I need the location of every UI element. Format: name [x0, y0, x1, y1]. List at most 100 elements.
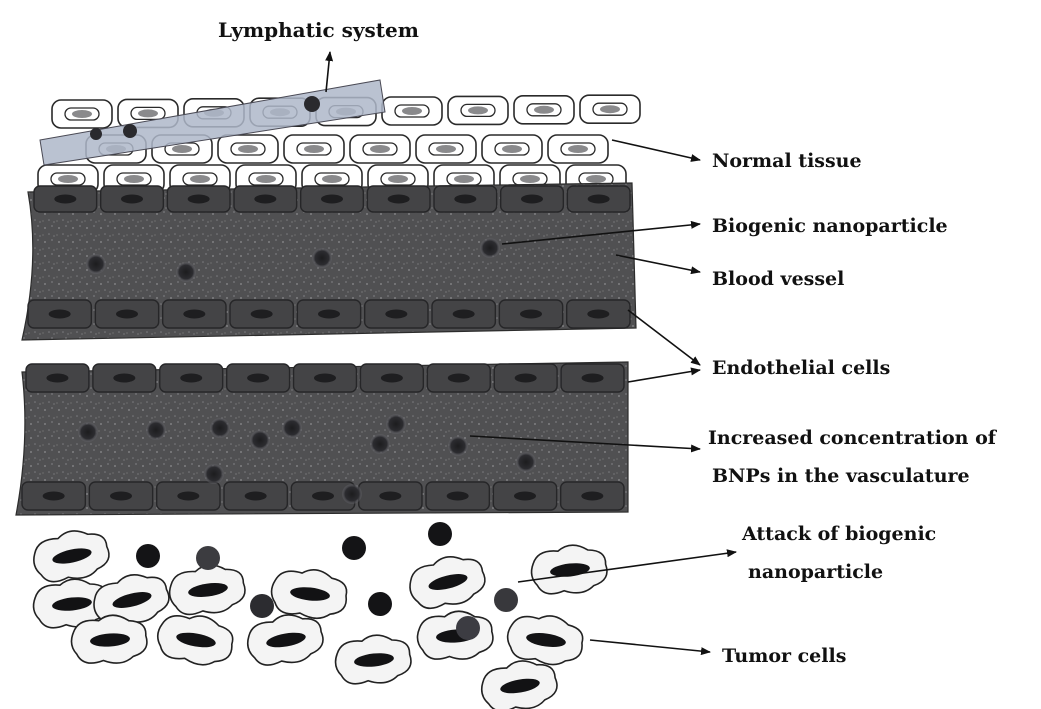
vessel-nanoparticle [210, 418, 230, 438]
tumor-cell [405, 549, 490, 614]
vessel-nanoparticle [86, 254, 106, 274]
endothelial-nucleus [454, 195, 476, 204]
tissue-cell-nucleus-core [238, 145, 258, 153]
tissue-cell-nucleus-core [138, 109, 158, 117]
endothelial-nucleus [453, 310, 475, 319]
lymph-nanoparticle [123, 124, 137, 138]
vessel-nanoparticle [78, 422, 98, 442]
endothelial-nucleus [49, 310, 71, 319]
endothelial-nucleus [379, 492, 401, 501]
endothelial-nucleus [43, 492, 65, 501]
endothelial-nucleus [188, 195, 210, 204]
endothelial-nucleus [521, 195, 543, 204]
label-biogenic-nanoparticle: Biogenic nanoparticle [712, 215, 948, 237]
arrow-lymphatic [326, 52, 330, 92]
vessel-nanoparticle [386, 414, 406, 434]
endothelial-nucleus [254, 195, 276, 204]
endothelial-nucleus [447, 492, 469, 501]
tissue-cell-nucleus-core [502, 145, 522, 153]
endothelial-nucleus [448, 374, 470, 383]
tumor-cells [29, 524, 609, 709]
lymph-nanoparticle [90, 128, 102, 140]
tissue-cell-nucleus-core [388, 175, 408, 183]
tissue-cell-nucleus-core [124, 175, 144, 183]
label-increased-line2: BNPs in the vasculature [712, 465, 970, 487]
tissue-cell-nucleus-core [534, 106, 554, 114]
tumor-cell [29, 524, 113, 587]
vessel-nanoparticle [282, 418, 302, 438]
endothelial-nucleus [180, 374, 202, 383]
label-attack-line1: Attack of biogenic [741, 523, 936, 545]
tissue-cell-nucleus-core [586, 175, 606, 183]
vessel-nanoparticle [516, 452, 536, 472]
endothelial-nucleus [514, 492, 536, 501]
arrow-endothelial-2 [628, 370, 700, 382]
vessel-nanoparticle [204, 464, 224, 484]
endothelial-nucleus [183, 310, 205, 319]
lymph-nanoparticle [304, 96, 320, 112]
vessel-nanoparticle [342, 484, 362, 504]
endothelial-nucleus [312, 492, 334, 501]
endothelial-nucleus [388, 195, 410, 204]
tissue-cell-nucleus-core [370, 145, 390, 153]
tissue-cell-nucleus-core [304, 145, 324, 153]
vessel-nanoparticle [146, 420, 166, 440]
tumor-nanoparticle [196, 546, 220, 570]
tumor-nanoparticle [456, 616, 480, 640]
vessel-nanoparticle [448, 436, 468, 456]
tissue-cell-nucleus-core [468, 106, 488, 114]
tumor-cell [333, 632, 413, 688]
tissue-cell-nucleus-core [402, 107, 422, 115]
endothelial-nucleus [381, 374, 403, 383]
label-endothelial-cells: Endothelial cells [712, 357, 890, 379]
tumor-nanoparticle [368, 592, 392, 616]
tissue-cell-nucleus-core [454, 175, 474, 183]
tumor-nanoparticle [136, 544, 160, 568]
tissue-cell-nucleus-core [322, 175, 342, 183]
tissue-cell-nucleus-core [568, 145, 588, 153]
endothelial-nucleus [588, 195, 610, 204]
endothelial-nucleus [582, 374, 604, 383]
endothelial-nucleus [46, 374, 68, 383]
endothelial-nucleus [314, 374, 336, 383]
label-tumor-cells: Tumor cells [722, 645, 846, 667]
endothelial-nucleus [177, 492, 199, 501]
tissue-cell-nucleus-core [436, 145, 456, 153]
tumor-nanoparticle [428, 522, 452, 546]
tissue-cell-nucleus-core [172, 145, 192, 153]
tumor-nanoparticle [342, 536, 366, 560]
tissue-cell-nucleus-core [72, 110, 92, 118]
tissue-cell-nucleus-core [190, 175, 210, 183]
endothelial-nucleus [520, 310, 542, 319]
blood-vessel-lower [16, 362, 628, 515]
endothelial-nucleus [321, 195, 343, 204]
endothelial-nucleus [245, 492, 267, 501]
endothelial-nucleus [581, 492, 603, 501]
tissue-cell-nucleus-core [256, 175, 276, 183]
vessel-nanoparticle [250, 430, 270, 450]
tissue-cell-nucleus-core [600, 105, 620, 113]
vessel-nanoparticle [370, 434, 390, 454]
endothelial-nucleus [247, 374, 269, 383]
endothelial-nucleus [318, 310, 340, 319]
tumor-cell [416, 609, 494, 662]
label-normal-tissue: Normal tissue [712, 150, 862, 172]
endothelial-nucleus [110, 492, 132, 501]
tissue-cell-nucleus-core [520, 175, 540, 183]
endothelial-nucleus [54, 195, 76, 204]
tissue-cell-nucleus-core [58, 175, 78, 183]
arrow-normal-tissue [612, 140, 700, 160]
tumor-cell [529, 542, 609, 598]
tumor-cell [269, 566, 349, 622]
tumor-cell [505, 610, 586, 668]
endothelial-nucleus [515, 374, 537, 383]
endothelial-nucleus [121, 195, 143, 204]
vessel-nanoparticle [480, 238, 500, 258]
vessel-nanoparticle [176, 262, 196, 282]
endothelial-nucleus [113, 374, 135, 383]
tumor-nanoparticle [250, 594, 274, 618]
label-increased-line1: Increased concentration of [708, 427, 998, 449]
endothelial-nucleus [587, 310, 609, 319]
label-attack-line2: nanoparticle [748, 561, 883, 583]
